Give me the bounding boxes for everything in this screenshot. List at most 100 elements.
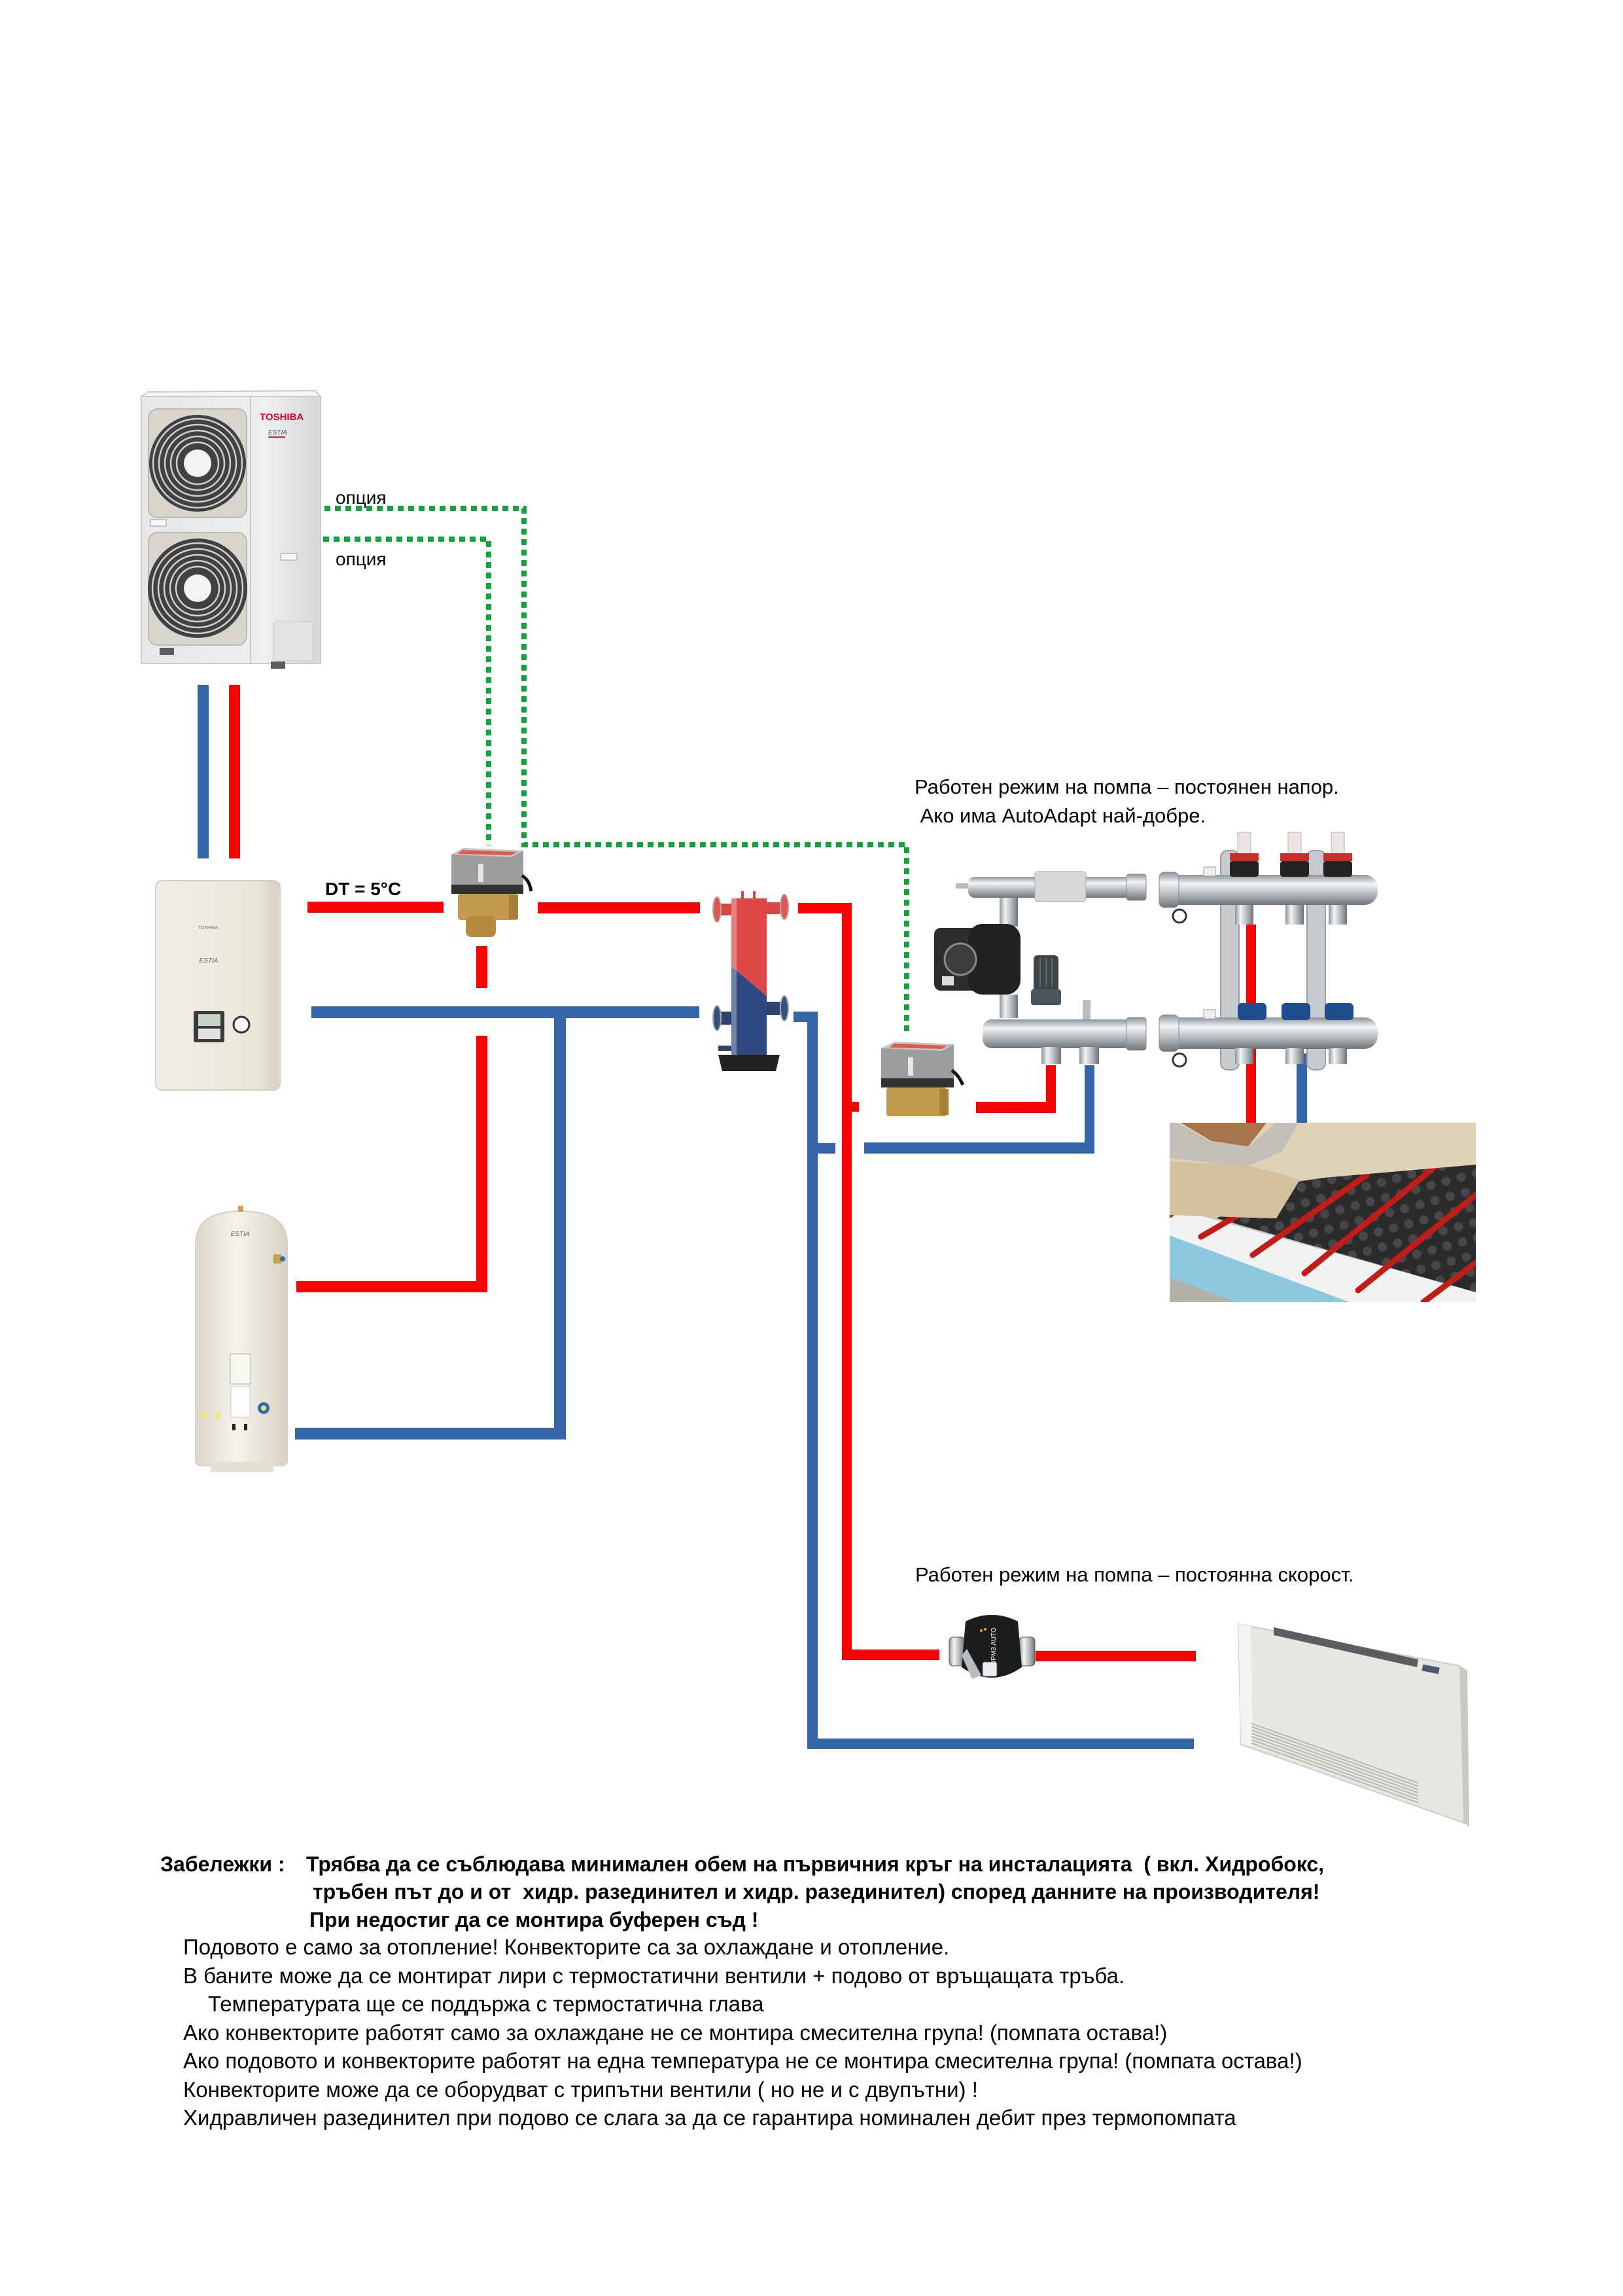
thermostatic-head-icon [1031,955,1061,1005]
valve-port [509,895,518,919]
mixing-group-bottom-bar [983,1019,1133,1048]
flange [712,1005,722,1031]
pipe-nut [1126,874,1147,901]
supply-pipe-outdoor-unit [229,685,240,858]
actuator-lever [908,1057,913,1076]
outlet [1285,1048,1304,1064]
manifold-bracket [1306,850,1326,1070]
outlet [1329,1048,1347,1064]
hydrobox-series-logo: ESTIA [200,957,218,964]
keypad [198,1029,220,1039]
return-pipe-from-mixing-group [864,1142,1094,1154]
pump-connector [1019,1636,1036,1667]
hydraulic-separator [712,891,789,1071]
cable-gland [232,1424,236,1430]
status-led [984,1628,986,1631]
delta-t-label: DT = 5°C [325,879,402,899]
handle-icon [150,519,167,527]
foot [271,662,285,669]
pipes [198,685,1307,1749]
air-inlet-grille [1251,1723,1419,1803]
return-pipe-from-convector [807,1739,1194,1749]
separator-stand [718,1055,780,1071]
rating-label [230,1353,251,1385]
floor-pump-mode-line-1: Работен режим на помпа – постоянен напор… [915,775,1339,798]
manifold-supply-bar [1159,875,1378,905]
supply-pipe-dhw-vertical [476,1036,487,1292]
actuator-lever [478,864,483,882]
screed-front-face [1170,1161,1300,1218]
side-fitting-cap [280,1256,285,1262]
top-fitting [238,1206,243,1212]
return-pipe-floor-to-manifold [1297,1053,1307,1123]
pump-icon [934,924,1021,995]
return-pipe-separator-to-hydrobox [311,1006,699,1018]
outdoor-unit: TOSHIBA ESTIA [139,389,323,669]
dhw-tank-series-logo: ESTIA [231,1231,250,1238]
supply-pipe-to-convector-pump [842,1650,939,1660]
service-cover [273,621,313,662]
air-vent [1203,866,1216,877]
hydrobox: TOSHIBA ESTIA [155,880,281,1091]
notes-item: Ако подовото и конвекторите работят на е… [183,2049,1302,2073]
drain-pipe [718,1046,731,1051]
notes-item: Подовото е само за отопление! Конвектори… [183,1935,950,1959]
logo-underline [268,436,285,438]
return-pipe-outdoor-unit [198,685,209,858]
supply-pipe-secondary-riser [842,903,852,1660]
outlet [1235,1048,1253,1064]
notes-item: Ако конвекторите работят само за охлажда… [183,2021,1168,2045]
flange [780,894,789,920]
valve-port [466,916,496,937]
notes-item: Конвекторите може да се оборудват с трип… [183,2077,978,2102]
supply-pipe-separator-outlet [798,903,852,913]
outlet [1041,1047,1061,1064]
status-led [980,1629,983,1632]
plug-icon [201,1411,207,1418]
pump-plug [982,1661,998,1677]
convector-pump-mode: Работен режим на помпа – постоянна скоро… [915,1563,1354,1586]
two-way-valve [881,1042,965,1116]
outlet [1079,1047,1099,1064]
cable-gland [244,1424,247,1430]
valve-body [458,894,518,920]
valve-cap-icon [1282,1003,1310,1020]
outlet [1329,905,1347,925]
control-line-zone-valve [324,506,909,1034]
outdoor-unit-lid [139,389,323,397]
air-outlet-grille [1274,1627,1418,1667]
notes-item: Хидравличен разединител при подово се сл… [183,2106,1236,2130]
flow-meter-icon [1323,832,1352,877]
actuator-label [890,1044,947,1049]
handle-icon [280,553,298,561]
supply-pipe-floor-tee [852,1102,859,1112]
valve-cap-icon [1325,1003,1353,1020]
plug-icon [215,1412,221,1419]
actuator-cable [951,1069,965,1086]
supply-pipe-pump-to-convector [1036,1651,1196,1661]
pump-model-label: UPM3 AUTO [990,1627,998,1665]
notes-important-line: При недостиг да се монтира буферен съд ! [309,1908,759,1932]
separator-cold-zone [731,966,767,1061]
terminal-cover [230,1386,251,1418]
outdoor-unit-brand: TOSHIBA [260,412,304,423]
notes-heading: Забележки : [160,1852,285,1876]
drain-valve-icon [1172,1052,1187,1068]
foot [160,648,174,655]
return-pipe-floor-tee [818,1143,835,1154]
flange [780,995,789,1021]
manifold-bracket [1220,850,1240,1070]
dhw-tank-base [211,1462,273,1472]
valve-actuator [451,848,523,890]
actuator-label [458,850,517,855]
floor-pump-mode-line-2: Ако има AutoAdapt най-добре. [915,804,1206,827]
actuator-cable [521,874,533,892]
supply-pipe-valve-to-mixing-group [976,1102,1056,1113]
concrete-base [1170,1277,1236,1302]
convector-circulation-pump: UPM3 AUTO [949,1615,1036,1679]
manifold-return-bar [1159,1017,1378,1049]
return-pipe-dhw-vertical [554,1018,566,1439]
floor-heating-manifold [1159,832,1378,1070]
